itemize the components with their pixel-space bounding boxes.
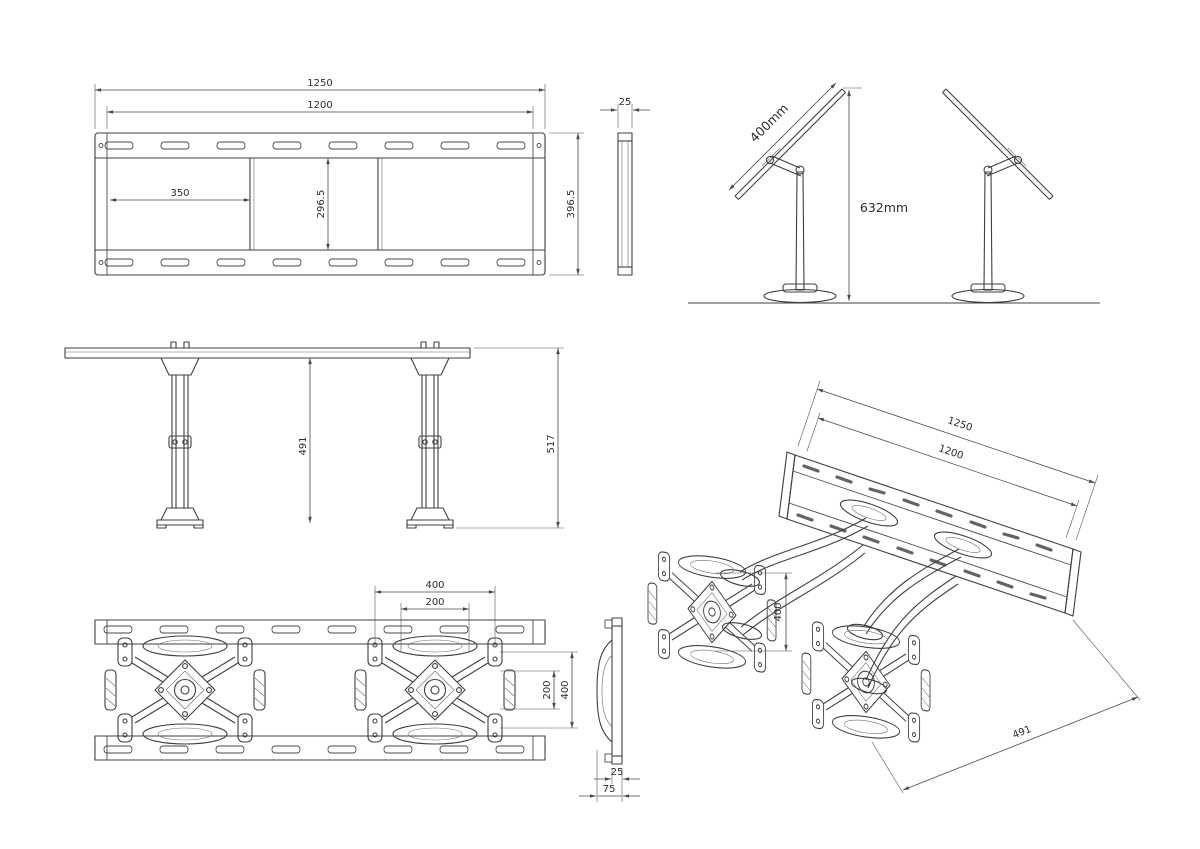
dim-vesa-inner-width: 200 — [400, 597, 470, 652]
dim-plate-thickness: 25 — [600, 97, 650, 128]
dim-arm-folded-total-depth: 75 — [579, 750, 640, 802]
view-stands-side: 400mm 632mm — [688, 82, 1100, 304]
dim-posts-overall-height: 517 — [456, 347, 564, 529]
dim-iso-vesa-height: 400 — [716, 572, 792, 652]
dim-plate-hole-span: 1200 — [106, 100, 534, 129]
dim-vesa-inner-height: 200 — [500, 670, 560, 710]
dim-plate-overall-width: 1250 — [94, 78, 546, 129]
dim-plate-inner-width: 350 — [110, 188, 250, 202]
dim-label-iso-overall-width: 1250 — [946, 415, 974, 434]
dim-plate-inner-height: 296.5 — [316, 158, 330, 250]
dim-label-total-depth: 75 — [603, 784, 616, 795]
dim-label-plate-overall-height: 396.5 — [566, 190, 577, 219]
dim-label-iso-vesa-height: 400 — [773, 602, 784, 621]
view-assembly-front: 400 200 400 200 — [94, 580, 578, 761]
dim-label-iso-hole-span: 1200 — [937, 443, 965, 462]
dim-label-vesa-width: 400 — [425, 580, 444, 591]
dim-post-height: 491 — [298, 358, 312, 524]
view-assembly-side: 25 75 — [579, 617, 640, 802]
dim-label-plate-thickness: 25 — [619, 97, 632, 108]
dim-vesa-width: 400 — [374, 580, 496, 646]
dim-label-iso-arm-reach: 491 — [1011, 724, 1033, 741]
dim-label-vesa-height: 400 — [560, 680, 571, 699]
dim-screen-size: 400mm — [728, 82, 837, 191]
dim-label-post-height: 491 — [298, 436, 309, 455]
dim-arm-folded-plate-depth: 25 — [594, 767, 640, 802]
view-posts-front: 491 517 — [64, 341, 564, 529]
dim-label-vesa-inner-width: 200 — [425, 597, 444, 608]
dim-label-plate-overall-width: 1250 — [307, 78, 332, 89]
dim-label-plate-hole-span: 1200 — [307, 100, 332, 111]
dim-label-stand-height: 632mm — [860, 200, 908, 215]
dim-label-screen-size: 400mm — [746, 100, 791, 145]
view-isometric: 1250 1200 400 491 — [647, 380, 1141, 794]
dim-stand-height: 632mm — [843, 87, 908, 301]
dim-vesa-height: 400 — [500, 651, 578, 729]
dim-label-plate-inner-width: 350 — [170, 188, 189, 199]
dim-iso-arm-reach: 491 — [871, 619, 1141, 794]
dim-label-vesa-inner-height: 200 — [542, 680, 553, 699]
view-wall-plate-side: 25 — [600, 97, 650, 276]
dim-label-posts-overall-height: 517 — [546, 434, 557, 453]
view-wall-plate-front: 1250 1200 350 296.5 396.5 — [94, 78, 584, 276]
dim-plate-overall-height: 396.5 — [549, 132, 584, 276]
dim-label-plate-inner-height: 296.5 — [316, 190, 327, 219]
dim-label-plate-depth: 25 — [611, 767, 624, 778]
